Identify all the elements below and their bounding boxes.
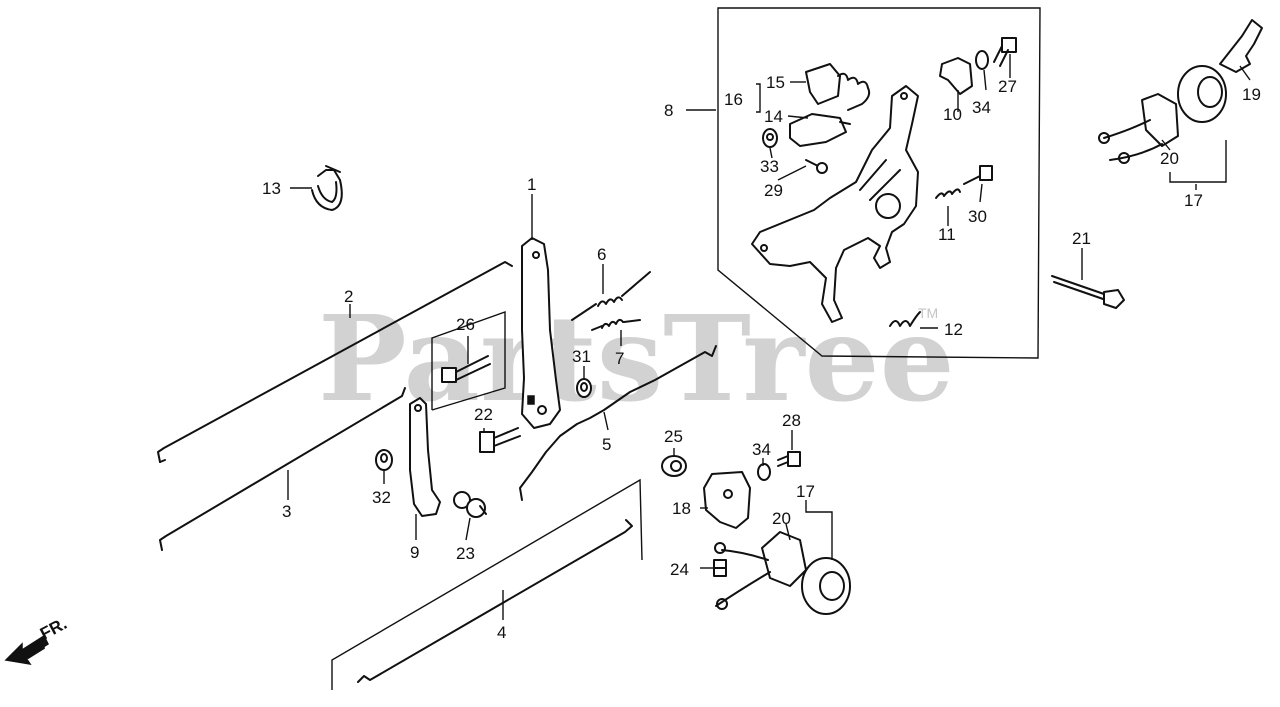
rod-group-bracket-1	[431, 311, 506, 411]
ignition-unit-17-lower[interactable]	[714, 531, 851, 615]
rod-2[interactable]	[157, 261, 513, 463]
label-34-top: 34	[972, 98, 991, 117]
label-7: 7	[615, 349, 624, 368]
rod-4[interactable]	[357, 519, 633, 683]
nut-32[interactable]	[375, 449, 393, 471]
clamp-13[interactable]	[311, 165, 343, 211]
label-23: 23	[456, 544, 475, 563]
washer-34-bottom[interactable]	[757, 463, 771, 481]
bolt-26[interactable]	[441, 355, 491, 383]
label-2: 2	[344, 287, 353, 306]
label-28: 28	[782, 411, 801, 430]
label-9: 9	[410, 543, 419, 562]
label-30: 30	[968, 207, 987, 226]
nut-31[interactable]	[576, 378, 592, 398]
ignition-unit-17-right[interactable]	[1098, 65, 1227, 164]
label-20-right: 20	[1160, 149, 1179, 168]
label-1: 1	[527, 175, 536, 194]
label-31: 31	[572, 347, 591, 366]
label-3: 3	[282, 502, 291, 521]
label-26: 26	[456, 315, 475, 334]
governor-lever-9[interactable]	[409, 397, 441, 517]
bolt-27[interactable]	[993, 37, 1017, 67]
bracket-18[interactable]	[703, 471, 751, 529]
label-16: 16	[724, 90, 743, 109]
label-8: 8	[664, 101, 673, 120]
bolt-22[interactable]	[479, 427, 521, 453]
label-18: 18	[672, 499, 691, 518]
leader-lines	[287, 54, 1251, 620]
label-22: 22	[474, 405, 493, 424]
label-24: 24	[670, 560, 689, 579]
label-5: 5	[602, 435, 611, 454]
label-6: 6	[597, 245, 606, 264]
plate-10[interactable]	[939, 57, 973, 95]
label-20-lower: 20	[772, 509, 791, 528]
label-14: 14	[764, 107, 783, 126]
stop-switch-15[interactable]	[805, 63, 871, 111]
washer-34-top[interactable]	[975, 50, 989, 70]
part-labels: 1 2 3 4 5 6 7 8 9 10 11 12 13 14 15 16 1…	[262, 73, 1261, 642]
label-4: 4	[497, 623, 506, 642]
label-33: 33	[760, 157, 779, 176]
label-19: 19	[1242, 85, 1261, 104]
spring-7[interactable]	[591, 318, 641, 331]
switch-14[interactable]	[789, 113, 851, 147]
rod-group-bracket-4	[331, 478, 643, 690]
screw-30[interactable]	[963, 165, 993, 185]
spring-6[interactable]	[571, 271, 651, 321]
bolt-28[interactable]	[777, 451, 801, 467]
label-11: 11	[938, 225, 956, 244]
screw-29[interactable]	[805, 159, 828, 174]
label-12: 12	[944, 320, 963, 339]
label-17-lower: 17	[796, 482, 815, 501]
label-27: 27	[998, 77, 1017, 96]
control-base-outline	[717, 7, 1041, 359]
nut-25[interactable]	[661, 455, 687, 477]
watermark-trademark: TM	[918, 305, 938, 321]
label-32: 32	[372, 488, 391, 507]
label-10: 10	[943, 105, 962, 124]
label-13: 13	[262, 179, 281, 198]
front-arrow-icon	[4, 634, 49, 666]
bracket-19[interactable]	[1219, 19, 1263, 73]
label-25: 25	[664, 427, 683, 446]
rod-3[interactable]	[159, 387, 406, 551]
label-15: 15	[766, 73, 785, 92]
label-34-lower: 34	[752, 440, 771, 459]
rod-5-governor[interactable]	[519, 345, 717, 501]
label-21: 21	[1072, 229, 1091, 248]
label-17-right: 17	[1184, 191, 1203, 210]
spring-11[interactable]	[935, 188, 961, 199]
control-base-8[interactable]	[751, 85, 919, 323]
bolt-23[interactable]	[453, 491, 487, 518]
bolt-21[interactable]	[1051, 275, 1125, 309]
spring-12[interactable]	[889, 311, 921, 327]
label-29: 29	[764, 181, 783, 200]
nut-33[interactable]	[762, 128, 778, 148]
governor-arm-1[interactable]	[521, 237, 561, 429]
